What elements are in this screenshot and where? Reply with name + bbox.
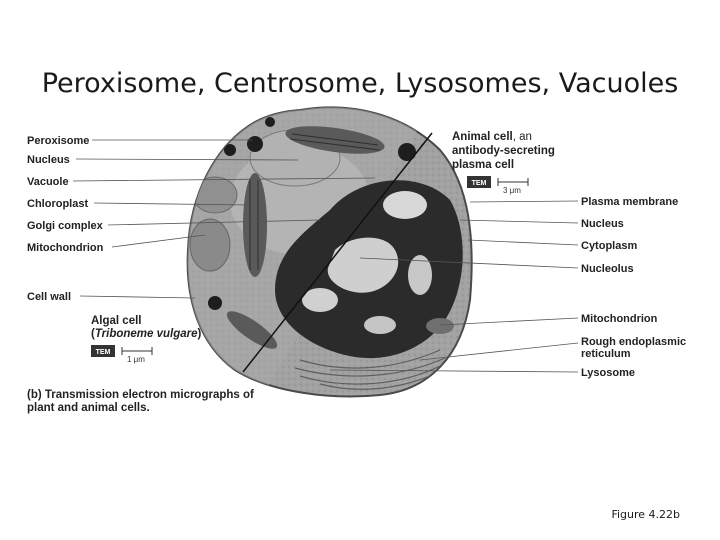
plant-mitochondrion-shape	[189, 218, 231, 272]
label-peroxisome: Peroxisome	[27, 135, 89, 147]
tem-badge-algal	[91, 345, 115, 357]
divider-line	[242, 132, 433, 373]
cell-body	[186, 106, 473, 398]
nucleolus-shape	[327, 237, 399, 293]
algal-cell-caption: Algal cell (Triboneme vulgare) TEM 1 μm	[91, 315, 202, 364]
label-nucleus-plant: Nucleus	[27, 154, 70, 166]
caption-line-1: (b) Transmission electron micrographs of	[27, 389, 254, 401]
figure-caption: (b) Transmission electron micrographs of…	[27, 389, 254, 414]
plant-labels: Peroxisome Nucleus Vacuole Chloroplast G…	[27, 135, 376, 303]
label-rough-er-2: reticulum	[581, 348, 631, 360]
label-vacuole: Vacuole	[27, 176, 69, 188]
animal-labels: Plasma membrane Nucleus Cytoplasm Nucleo…	[329, 196, 686, 379]
peroxisome-shape	[247, 136, 263, 152]
label-mitochondrion-animal: Mitochondrion	[581, 313, 658, 325]
animal-cell-caption: Animal cell, an antibody-secreting plasm…	[452, 131, 555, 195]
label-plasma-membrane: Plasma membrane	[581, 196, 678, 208]
scale-algal: 1 μm	[127, 355, 145, 364]
label-cell-wall: Cell wall	[27, 291, 71, 303]
label-mitochondrion-plant: Mitochondrion	[27, 242, 104, 254]
animal-cell-desc-2: antibody-secreting	[452, 145, 555, 157]
label-golgi: Golgi complex	[27, 220, 104, 232]
chloroplast-shape-2	[243, 173, 267, 277]
algal-species: Triboneme vulgare	[95, 328, 198, 340]
label-cytoplasm: Cytoplasm	[581, 240, 637, 252]
label-nucleolus: Nucleolus	[581, 263, 634, 275]
tem-badge-animal	[467, 176, 491, 188]
label-chloroplast: Chloroplast	[27, 198, 88, 210]
svg-text:Animal cell, an: Animal cell, an	[452, 131, 532, 143]
caption-line-2: plant and animal cells.	[27, 402, 150, 414]
scale-animal: 3 μm	[503, 186, 521, 195]
slide-title: Peroxisome, Centrosome, Lysosomes, Vacuo…	[41, 68, 679, 100]
figure-reference: Figure 4.22b	[611, 508, 680, 521]
svg-text:TEM: TEM	[472, 180, 487, 187]
animal-cell-desc-3: plasma cell	[452, 159, 514, 171]
animal-cell-name: Animal cell	[452, 131, 513, 143]
label-lysosome: Lysosome	[581, 367, 635, 379]
algal-cell-name: Algal cell	[91, 315, 142, 327]
svg-text:TEM: TEM	[96, 349, 111, 356]
animal-mitochondrion-shape	[426, 318, 454, 334]
label-nucleus-animal: Nucleus	[581, 218, 624, 230]
label-rough-er-1: Rough endoplasmic	[581, 336, 686, 348]
svg-text:(Triboneme vulgare): (Triboneme vulgare)	[91, 328, 202, 340]
